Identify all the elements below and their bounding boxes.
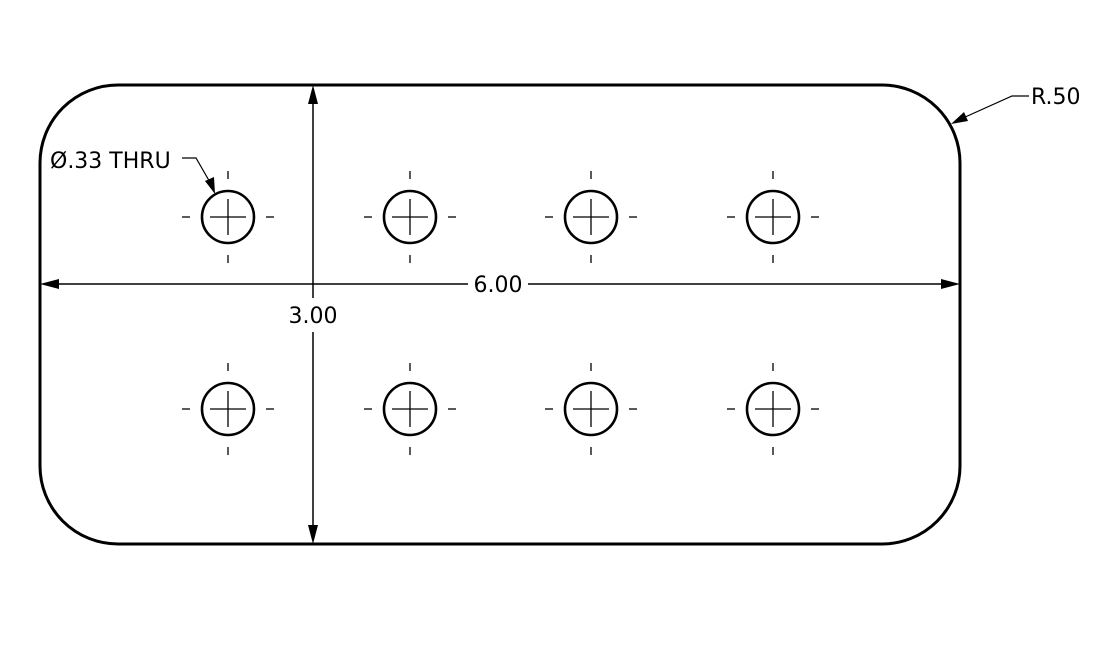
width-dimension-label: 6.00 bbox=[474, 273, 523, 298]
hole-circle bbox=[745, 189, 801, 245]
hole-callout-label: Ø.33 THRU bbox=[50, 149, 171, 174]
plate-outline bbox=[38, 83, 962, 546]
hole-callout: Ø.33 THRU bbox=[50, 149, 215, 194]
hole bbox=[182, 171, 274, 263]
height-dimension-label: 3.00 bbox=[289, 304, 338, 329]
hole bbox=[182, 363, 274, 455]
height-arrow-top bbox=[308, 85, 318, 104]
radius-callout-arrow bbox=[951, 112, 968, 124]
hole bbox=[727, 363, 819, 455]
hole bbox=[727, 171, 819, 263]
hole-circle bbox=[563, 189, 619, 245]
radius-callout-leader bbox=[962, 95, 1029, 119]
hole-circle bbox=[200, 189, 256, 245]
hole-callout-arrow bbox=[205, 177, 215, 194]
width-arrow-left bbox=[40, 279, 59, 289]
radius-callout-label: R.50 bbox=[1031, 85, 1081, 110]
radius-callout: R.50 bbox=[951, 85, 1081, 124]
hole bbox=[545, 363, 637, 455]
height-dimension: 3.00 bbox=[289, 85, 338, 544]
hole bbox=[364, 363, 456, 455]
hole-circle bbox=[563, 381, 619, 437]
width-arrow-right bbox=[941, 279, 960, 289]
hole-callout-leader bbox=[182, 157, 212, 185]
height-arrow-bottom bbox=[308, 525, 318, 544]
hole-circle bbox=[382, 189, 438, 245]
hole bbox=[545, 171, 637, 263]
hole bbox=[364, 171, 456, 263]
hole-circle bbox=[382, 381, 438, 437]
width-dimension: 6.00 bbox=[40, 273, 960, 298]
hole-circle bbox=[200, 381, 256, 437]
hole-pattern bbox=[182, 171, 819, 455]
hole-circle bbox=[745, 381, 801, 437]
